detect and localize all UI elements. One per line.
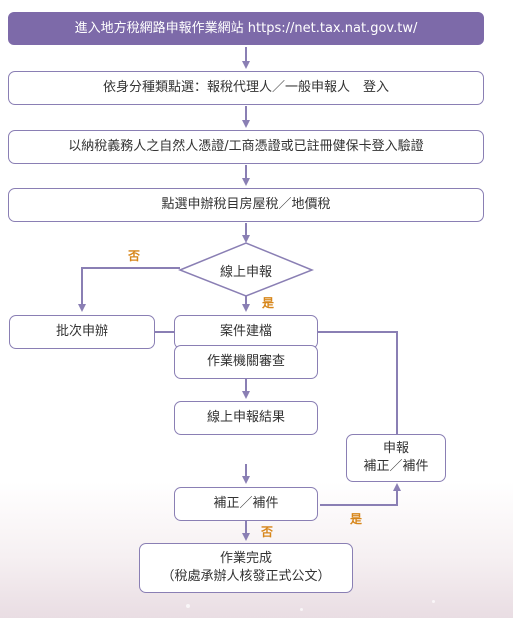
label-yes-correction: 是 bbox=[350, 512, 363, 526]
arrow-decision-no bbox=[78, 267, 180, 312]
step-complete-line2: （稅處承辦人核發正式公文） bbox=[161, 569, 331, 584]
label-no-correction: 否 bbox=[261, 525, 274, 539]
label-no-online: 否 bbox=[128, 249, 141, 263]
step-correction: 補正／補件 bbox=[174, 487, 318, 521]
step-online-result: 線上申報結果 bbox=[174, 401, 318, 435]
step-select-tax: 點選申辦稅目房屋稅／地價稅 bbox=[8, 188, 484, 222]
step-enter-site: 進入地方稅網路申報作業網站 https://net.tax.nat.gov.tw… bbox=[8, 12, 484, 45]
step-reapply-line1: 申報 bbox=[382, 441, 409, 456]
step-select-identity: 依身分種類點選：報稅代理人／一般申報人 登入 bbox=[8, 71, 484, 105]
step-reapply-line2: 補正／補件 bbox=[363, 459, 429, 474]
decision-diamond bbox=[177, 242, 315, 297]
decision-online-filing: 線上申報 bbox=[219, 264, 272, 280]
label-yes-online: 是 bbox=[262, 296, 275, 310]
arrow-correction-yes bbox=[320, 483, 401, 506]
decorative-dot bbox=[186, 604, 190, 608]
step-agency-review: 作業機關審查 bbox=[174, 345, 318, 379]
step-certificate-login: 以納稅義務人之自然人憑證/工商憑證或已註冊健保卡登入驗證 bbox=[8, 130, 484, 164]
step-complete: 作業完成 （稅處承辦人核發正式公文） bbox=[139, 543, 353, 593]
step-reapply: 申報 補正／補件 bbox=[346, 434, 446, 482]
decorative-dot bbox=[300, 608, 303, 611]
step-complete-line1: 作業完成 bbox=[219, 551, 272, 566]
step-case-create: 案件建檔 bbox=[174, 315, 318, 349]
step-batch-apply: 批次申辦 bbox=[9, 315, 155, 349]
decorative-dot bbox=[432, 600, 435, 603]
